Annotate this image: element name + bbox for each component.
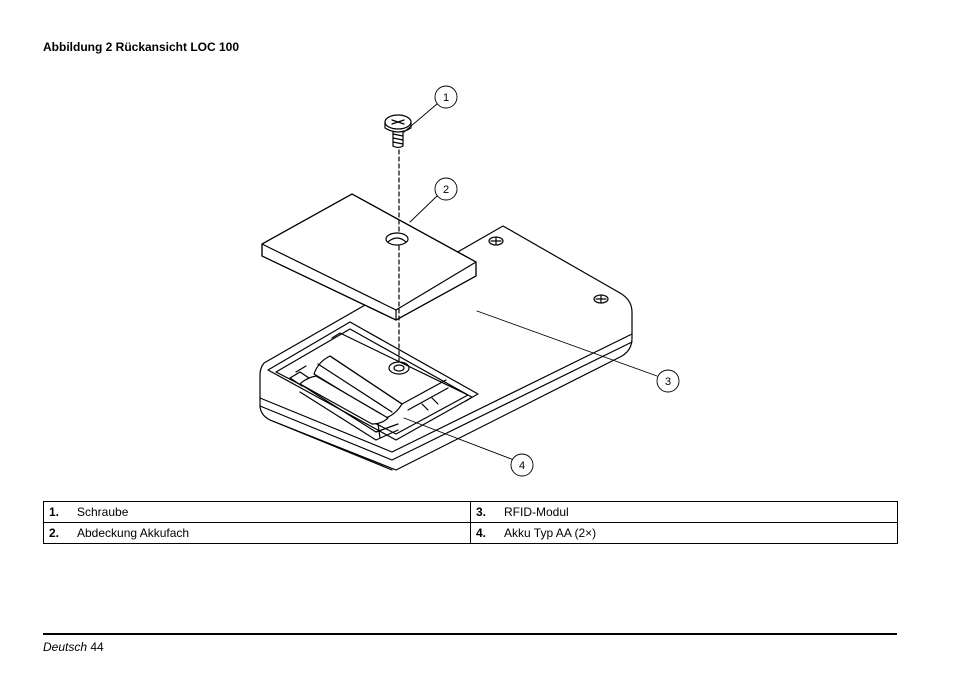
legend-number: 1.: [49, 505, 60, 519]
figure-title: Abbildung 2 Rückansicht LOC 100: [43, 40, 240, 54]
legend-number: 2.: [49, 526, 60, 540]
callout-4: 4: [519, 460, 525, 472]
footer-language: Deutsch: [43, 640, 88, 654]
corner-screws: [488, 236, 609, 304]
footer-page-number: 44: [90, 640, 104, 654]
legend-cell: 4. Akku Typ AA (2×): [470, 522, 898, 544]
battery-cover: [261, 193, 477, 321]
legend-label: Schraube: [77, 505, 129, 519]
page-footer: Deutsch 44: [43, 640, 104, 654]
figure-legend: 1. Schraube 3. RFID-Modul 2. Abdeckung Akku…: [43, 501, 898, 544]
legend-number: 3.: [476, 505, 487, 519]
legend-cell: 1. Schraube: [43, 501, 471, 523]
legend-number: 4.: [476, 526, 487, 540]
aa-batteries: [299, 355, 449, 441]
legend-cell: 3. RFID-Modul: [470, 501, 898, 523]
leader-lines: [403, 103, 658, 461]
legend-row: 2. Abdeckung Akkufach 4. Akku Typ AA (2×): [43, 522, 898, 544]
screw: [384, 114, 412, 149]
legend-label: Akku Typ AA (2×): [504, 526, 597, 540]
callout-3: 3: [665, 376, 671, 388]
callout-1: 1: [443, 92, 449, 104]
callout-circles: [434, 85, 680, 477]
callout-2: 2: [443, 184, 449, 196]
legend-row: 1. Schraube 3. RFID-Modul: [43, 501, 898, 523]
device-illustration: 1 2 3 4: [259, 85, 680, 477]
legend-cell: 2. Abdeckung Akkufach: [43, 522, 471, 544]
legend-label: RFID-Modul: [504, 505, 569, 519]
footer-rule: [43, 633, 897, 635]
legend-label: Abdeckung Akkufach: [77, 526, 190, 540]
